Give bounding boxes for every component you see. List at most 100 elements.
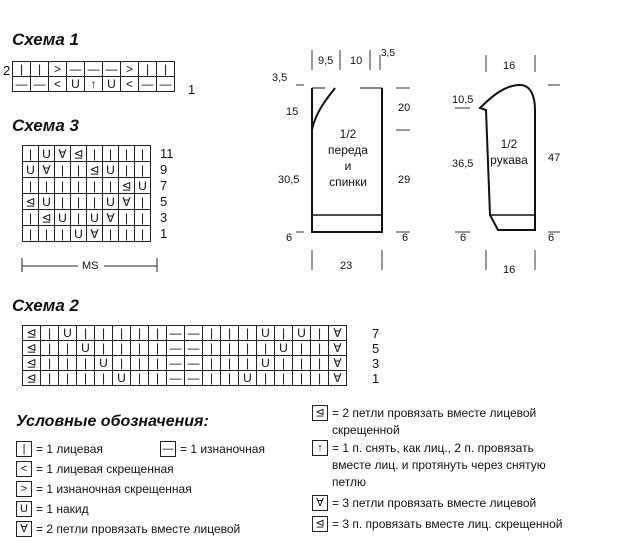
scheme1-row-1-number: 1 <box>188 82 196 97</box>
arrow-up-symbol-icon: ↑ <box>312 439 328 456</box>
legend-left: | = 1 лицевая < = 1 лицевая скрещенная > = … <box>16 440 240 540</box>
front-dim-right-6: 6 <box>402 232 409 244</box>
knit-symbol-icon: | <box>16 440 32 457</box>
legend-text: = 3 п. провязать вместе лиц. скрещенной <box>332 517 563 531</box>
sleeve-dim-bottom: 16 <box>503 264 516 276</box>
front-label-line: спинки <box>329 175 367 189</box>
grid-row: |⊴U|U∀|| <box>22 209 151 226</box>
yarn-over-symbol-icon: U <box>16 500 32 517</box>
front-dim-left-6: 6 <box>286 232 293 244</box>
legend-text: = 1 изнаночная скрещенная <box>36 482 192 496</box>
scheme1-grid: ||>———>||——<U↑U<—— <box>12 61 175 92</box>
legend-text: = 1 лицевая <box>36 442 103 456</box>
front-label-line: переда <box>328 143 368 157</box>
row-number: 1 <box>160 226 168 241</box>
grid-row: ||>———>|| <box>12 61 175 77</box>
ms-bracket <box>21 258 158 272</box>
sleeve-label-line: 1/2 <box>500 137 518 151</box>
sleeve-dim-left-365: 36,5 <box>452 158 474 170</box>
legend-item: ⊴= 3 п. провязать вместе лиц. скрещенной <box>312 515 563 533</box>
row-number: 7 <box>160 178 168 193</box>
stitch-cell: | <box>134 225 151 242</box>
knit-tbl-symbol-icon: < <box>16 460 32 477</box>
grid-row: ||||||⊴U <box>22 177 151 194</box>
front-dim-right-29: 29 <box>398 174 411 186</box>
sleeve-label-line: рукава <box>490 153 528 167</box>
legend-right: ⊴= 2 петли провязать вместе лицевой скре… <box>312 404 563 533</box>
legend-item: U= 1 накид <box>16 500 240 520</box>
legend-item: ↑ = 1 п. снять, как лиц., 2 п. провязать <box>312 439 563 457</box>
stitch-cell: ∀ <box>328 355 347 371</box>
sleeve-dim-left-105: 10,5 <box>452 94 474 106</box>
front-dim-top-a: 9,5 <box>318 55 334 67</box>
stitch-cell: | <box>202 370 221 386</box>
front-label-line: и <box>344 159 352 173</box>
grid-row: |||U∀||| <box>22 225 151 242</box>
row-number: 5 <box>160 194 168 209</box>
ms-label: MS <box>82 260 99 272</box>
sleeve-piece-label: 1/2 рукава <box>484 136 534 168</box>
front-piece-label: 1/2 переда и спинки <box>318 126 378 190</box>
stitch-cell: | <box>40 370 59 386</box>
front-back-piece <box>311 87 383 233</box>
sleeve-dim-right-47: 47 <box>548 152 561 164</box>
scheme1-title: Схема 1 <box>12 30 79 49</box>
purl-tbl-symbol-icon: > <box>16 480 32 497</box>
front-dim-top-c: 3,5 <box>381 48 395 59</box>
sleeve-dim-left-6: 6 <box>460 232 467 244</box>
stitch-cell: — <box>102 61 121 77</box>
legend-purl-item: — = 1 изнаночная <box>160 440 265 458</box>
legend-item: | = 1 лицевая <box>16 440 240 460</box>
grid-row: ⊴U|||U∀| <box>22 193 151 210</box>
stitch-cell: — <box>156 76 175 92</box>
front-dimension-lines <box>296 50 410 270</box>
front-dim-bottom: 23 <box>340 260 353 272</box>
stitch-cell: | <box>102 225 119 242</box>
row-number: 11 <box>160 146 174 161</box>
front-dim-left-15: 15 <box>286 106 299 118</box>
stitch-cell: — <box>184 370 203 386</box>
legend-item: ∀= 2 петли провязать вместе лицевой <box>16 520 240 540</box>
front-dim-left-35: 3,5 <box>272 72 288 84</box>
grid-row: ⊴||||U||——||U||||∀ <box>22 370 347 386</box>
stitch-cell: — <box>184 355 203 371</box>
front-dim-left-305: 30,5 <box>278 174 300 186</box>
row-number: 9 <box>160 162 168 177</box>
grid-row: |U∀⊴|||| <box>22 145 151 162</box>
sleeve-piece <box>478 83 536 231</box>
stitch-cell: — <box>166 325 185 341</box>
scheme2-grid: ⊴|U|||||——|||U|U|∀⊴||U||||——||||U||∀⊴|||… <box>22 325 347 386</box>
row-number: 3 <box>372 356 380 371</box>
legend-text: = 1 п. снять, как лиц., 2 п. провязать <box>332 441 534 455</box>
grid-row: ——<U↑U<—— <box>12 76 175 92</box>
front-dim-right-20: 20 <box>398 102 411 114</box>
legend-item: ⊴ = 2 петли провязать вместе лицевой <box>312 404 563 422</box>
scheme3-grid: |U∀⊴||||U∀||⊴U||||||||⊴U⊴U|||U∀||⊴U|U∀||… <box>22 145 151 242</box>
legend-text: вместе лиц. и протянуть через снятую <box>332 458 546 472</box>
row-number: 7 <box>372 326 380 341</box>
legend-text: = 1 лицевая скрещенная <box>36 462 174 476</box>
sleeve-dim-right-6: 6 <box>548 232 555 244</box>
front-label-line: 1/2 <box>339 127 357 141</box>
purl-symbol-icon: — <box>160 440 176 457</box>
scheme2-title: Схема 2 <box>12 296 79 315</box>
legend-text: = 1 изнаночная <box>180 442 265 456</box>
legend-item: > = 1 изнаночная скрещенная <box>16 480 240 500</box>
sleeve-dim-top: 16 <box>503 60 516 72</box>
legend-title: Условные обозначения: <box>16 413 209 430</box>
row-number: 5 <box>372 341 380 356</box>
legend-text: = 2 петли провязать вместе лицевой <box>36 522 241 536</box>
stitch-cell: — <box>184 340 203 356</box>
sleeve-dimension-lines <box>455 55 560 270</box>
stitch-cell: | <box>58 370 77 386</box>
legend-item: ∀= 3 петли провязать вместе лицевой <box>312 494 563 512</box>
front-dim-top-b: 10 <box>350 55 363 67</box>
k2tog-tbl-symbol-icon: ⊴ <box>312 404 328 421</box>
row-number: 1 <box>372 371 380 386</box>
legend-text: = 3 петли провязать вместе лицевой <box>332 496 537 510</box>
legend-item: < = 1 лицевая скрещенная <box>16 460 240 480</box>
legend-text: = 2 петли провязать вместе лицевой <box>332 406 537 420</box>
scheme3-title: Схема 3 <box>12 116 79 135</box>
legend-text: петлю <box>332 475 367 489</box>
